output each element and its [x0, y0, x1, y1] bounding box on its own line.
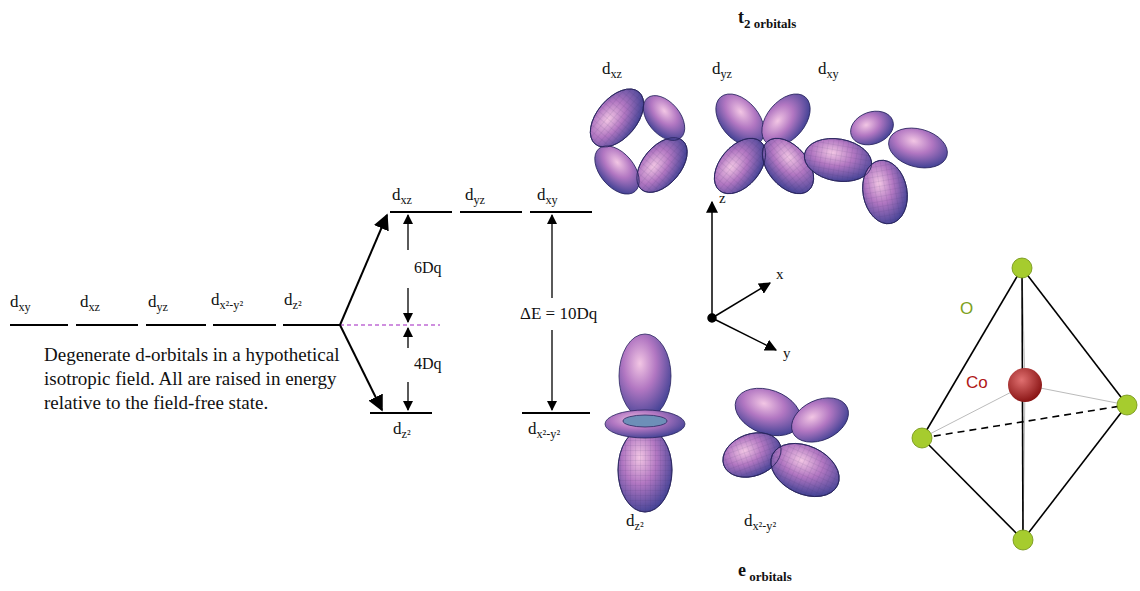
orbital-dz2	[605, 334, 685, 512]
axis-label: z	[719, 190, 726, 207]
level-label: dz²	[393, 420, 411, 442]
coordinate-axes	[708, 202, 776, 350]
orbital-dxz	[580, 79, 697, 202]
orbital-dyz	[704, 85, 824, 204]
orbital-label: dz²	[626, 512, 644, 534]
level-label: dz²	[284, 291, 302, 313]
explanatory-note: Degenerate d-orbitals in a hypothetical …	[44, 343, 356, 415]
orbital-dx2-y2	[717, 380, 856, 507]
axis-label: y	[783, 345, 791, 362]
tetrahedron	[912, 258, 1137, 550]
orbital-label: dx²-y²	[744, 512, 776, 534]
level-label: dxz	[80, 293, 100, 315]
level-label: dx²-y²	[528, 420, 560, 442]
group-heading: e orbitals	[738, 561, 792, 584]
energy-gap: 4Dq	[414, 355, 442, 373]
level-label: dxy	[10, 293, 31, 315]
level-label: dyz	[465, 186, 485, 208]
energy-gap: 6Dq	[414, 259, 442, 277]
orbital-label: dyz	[712, 60, 732, 82]
orbital-dxy	[801, 105, 952, 227]
energy-gap: ΔE = 10Dq	[518, 303, 599, 326]
orbital-label: dxy	[818, 60, 839, 82]
level-label: dx²-y²	[211, 291, 243, 313]
atom-label: O	[960, 300, 973, 319]
atom-label: Co	[966, 374, 988, 393]
orbital-label: dxz	[602, 60, 622, 82]
level-label: dxy	[537, 186, 558, 208]
level-label: dxz	[392, 186, 412, 208]
group-heading: t2 orbitals	[738, 8, 796, 31]
axis-label: x	[776, 266, 784, 283]
barycenter-line	[340, 324, 440, 325]
level-label: dyz	[148, 293, 168, 315]
split-arrows	[340, 215, 387, 410]
